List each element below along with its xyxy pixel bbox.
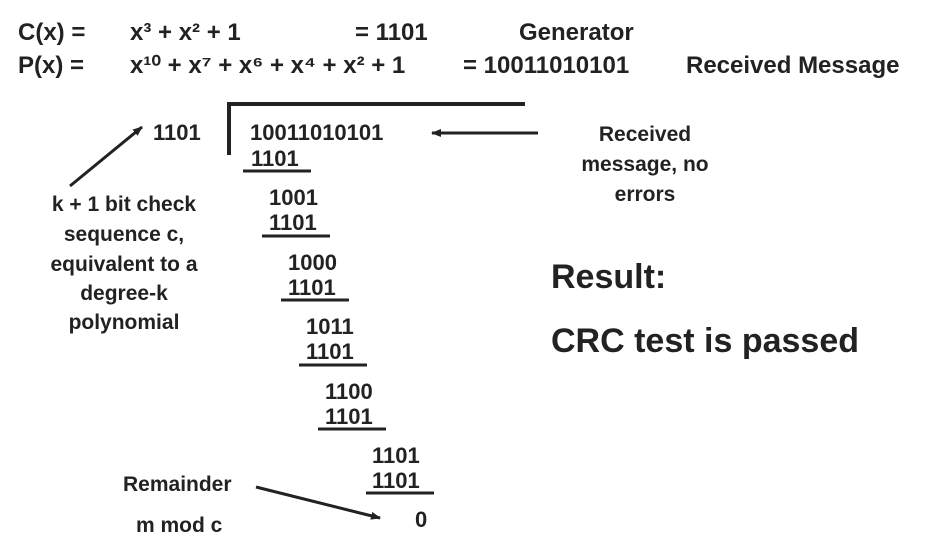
check-seq-line-4: degree-k [80,282,168,305]
step-3-top: 1000 [288,250,337,275]
received-message-label: Received Message [686,52,900,79]
check-seq-line-5: polynomial [68,311,180,334]
step-4-sub: 1101 [306,339,354,364]
step-3-sub: 1101 [288,275,336,300]
divisor: 1101 [153,120,201,145]
remainder-value: 0 [415,507,428,532]
generator-label: Generator [519,19,634,46]
p-binary: = 10011010101 [463,52,630,79]
received-note-line-1: Received [598,123,692,146]
dividend: 10011010101 [250,120,384,145]
step-1-sub: 1101 [251,146,299,171]
step-5-sub: 1101 [325,404,373,429]
division-bracket [227,102,525,155]
mod-label: m mod c [136,514,223,537]
step-5-top: 1100 [325,379,373,404]
step-2-sub: 1101 [269,210,317,235]
c-binary: = 1101 [355,19,428,46]
step-2-top: 1001 [269,185,318,210]
check-seq-line-3: equivalent to a [50,253,198,276]
step-6-top: 1101 [372,443,420,468]
arrow-to-remainder [255,485,381,520]
c-polynomial: x³ + x² + 1 [130,19,241,46]
step-4-top: 1011 [306,314,354,339]
result-title: Result: [551,258,667,296]
p-polynomial: x¹⁰ + x⁷ + x⁶ + x⁴ + x² + 1 [130,52,406,79]
received-note-line-3: errors [614,183,676,206]
c-label: C(x) = [18,19,86,46]
arrow-to-divisor [69,125,143,188]
step-6-sub: 1101 [372,468,420,493]
result-text: CRC test is passed [551,322,859,360]
received-note-line-2: message, no [581,153,709,176]
remainder-label: Remainder [123,473,232,496]
p-label: P(x) = [18,52,85,79]
check-seq-line-2: sequence c, [63,223,185,246]
check-seq-line-1: k + 1 bit check [51,193,197,216]
